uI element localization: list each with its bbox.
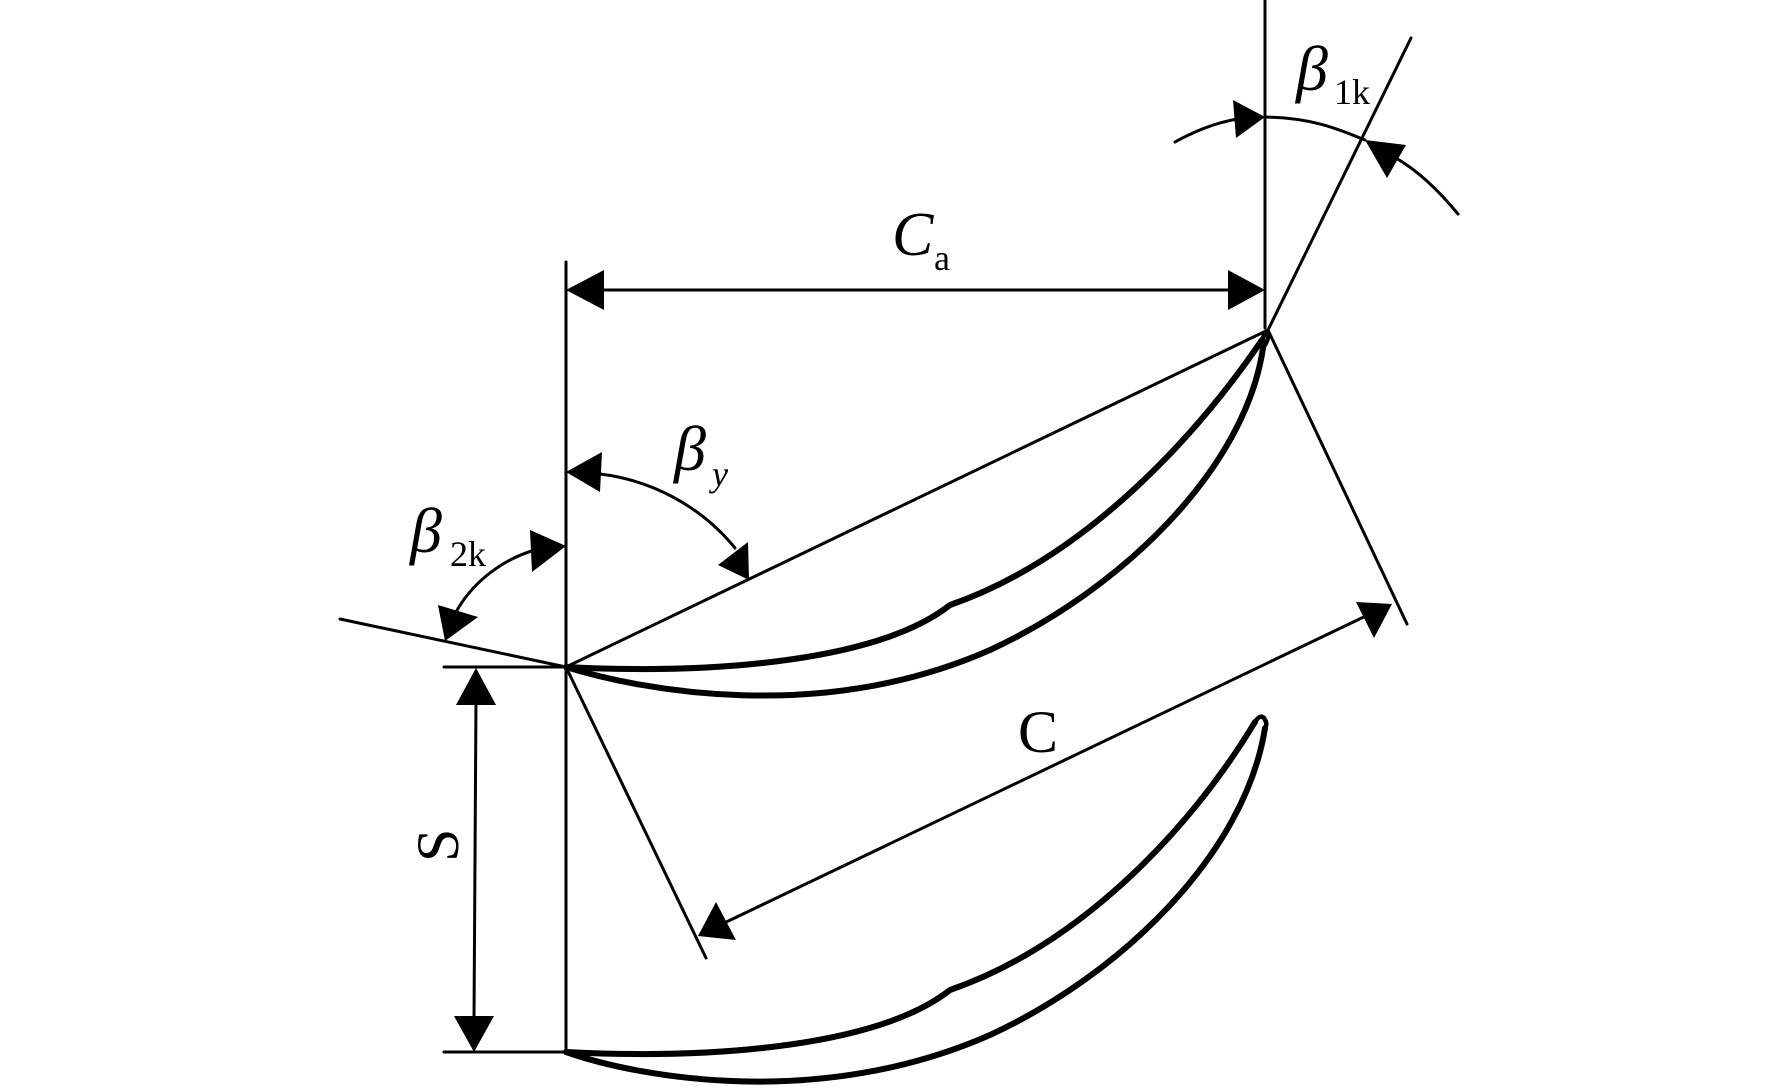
axial-chord-subscript: a <box>934 238 950 278</box>
beta-1k-arc-left <box>1173 116 1247 144</box>
outlet-direction-line <box>338 617 568 669</box>
lower-blade-suction-side <box>563 725 1268 1085</box>
beta-y-subscript: y <box>709 454 728 494</box>
beta-2k-symbol: β <box>408 495 442 566</box>
beta-2k-bottom-arrowhead <box>438 605 478 641</box>
pitch-label: S <box>405 829 471 862</box>
chord-dimension-left-arrowhead <box>698 902 736 940</box>
beta-1k-symbol: β <box>1294 33 1328 104</box>
beta-2k-label: β 2k <box>408 495 486 574</box>
beta-y-symbol: β <box>672 413 706 484</box>
lower-blade-profile <box>563 714 1269 1085</box>
chord-dimension-extension-left <box>564 665 708 960</box>
beta-y-top-arrowhead <box>566 452 602 492</box>
beta-1k-arc-right <box>1394 156 1460 216</box>
beta-1k-subscript: 1k <box>1334 72 1370 112</box>
lower-blade-pressure-side <box>563 719 1258 1057</box>
pitch-lower-arrowhead <box>454 1016 494 1052</box>
inlet-direction-line <box>1266 36 1413 332</box>
pitch-dimension-line <box>472 698 478 1022</box>
lower-blade-trailing-tip <box>1252 714 1269 731</box>
axial-chord-symbol: C <box>892 201 934 269</box>
upper-blade-profile <box>563 329 1271 699</box>
beta-2k-arc <box>453 548 537 616</box>
axial-chord-right-arrowhead <box>1228 270 1265 310</box>
pitch-upper-arrowhead <box>456 668 496 705</box>
beta-y-label: β y <box>672 413 728 494</box>
beta-1k-arc-middle <box>1263 115 1367 142</box>
chord-line <box>564 328 1270 669</box>
chord-label: C <box>1018 699 1058 765</box>
beta-2k-top-arrowhead <box>530 530 566 572</box>
upper-blade-suction-side <box>563 345 1266 699</box>
chord-dimension-right-arrowhead <box>1356 602 1392 638</box>
upper-blade-trailing-tip <box>1259 329 1271 351</box>
axial-chord-left-arrowhead <box>566 270 604 310</box>
beta-y-bottom-arrowhead <box>718 542 749 580</box>
beta-1k-left-arrowhead <box>1233 100 1265 138</box>
beta-y-arc <box>598 472 737 550</box>
chord-dimension-extension-right <box>1266 328 1409 626</box>
beta-2k-subscript: 2k <box>450 534 486 574</box>
chord-dimension-line <box>718 612 1372 927</box>
axial-chord-label: C a <box>892 201 950 278</box>
beta-1k-label: β 1k <box>1294 33 1370 112</box>
beta-1k-right-arrowhead <box>1365 140 1406 178</box>
upper-blade-pressure-side <box>563 337 1265 672</box>
